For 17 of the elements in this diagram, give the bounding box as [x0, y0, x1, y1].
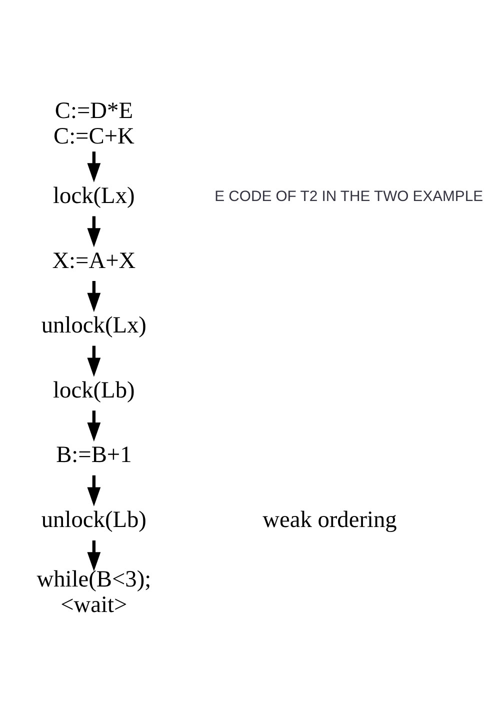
arrow [87, 151, 101, 182]
arrow [87, 540, 101, 571]
node-text: lock(Lb) [53, 376, 135, 403]
node-text: unlock(Lb) [41, 506, 146, 532]
node-text: C:=D*E C:=C+K [53, 98, 134, 149]
arrow [87, 280, 101, 312]
arrow [87, 216, 101, 247]
label: weak ordering [262, 506, 397, 532]
node-text: lock(Lx) [53, 182, 135, 208]
arrow [87, 474, 101, 506]
node-text: X:=A+X [52, 247, 136, 274]
arrow [87, 410, 101, 442]
node-text: B:=B+1 [56, 442, 132, 468]
arrow [87, 345, 101, 376]
node-text: unlock(Lx) [41, 312, 146, 338]
label: E CODE OF T2 IN THE TWO EXAMPLE [214, 188, 484, 204]
node-text: while(B<3); <wait> [36, 566, 152, 618]
